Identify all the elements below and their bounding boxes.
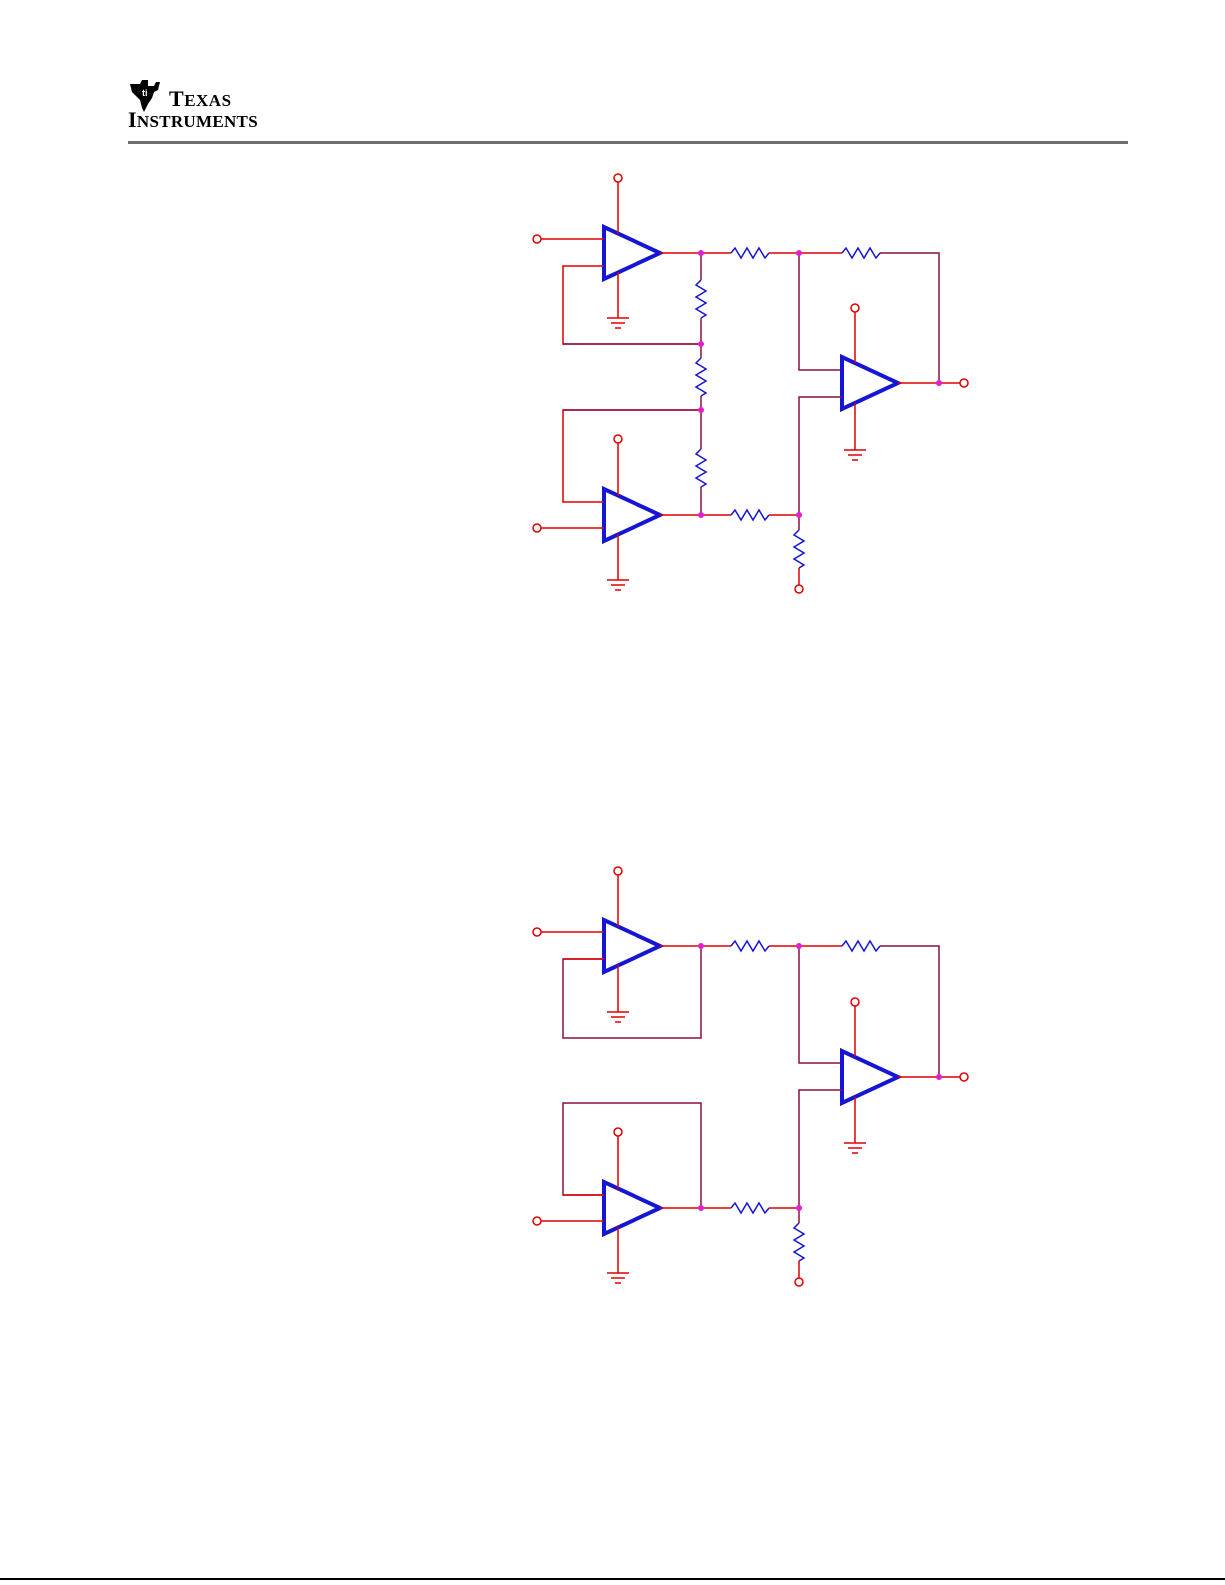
gain-resistor-chain <box>696 253 706 515</box>
supply-terminal <box>614 435 622 443</box>
op-amp-1 <box>533 174 701 344</box>
reference-terminal <box>795 1278 803 1286</box>
supply-terminal <box>614 867 622 875</box>
ground-icon <box>607 318 629 328</box>
op-amp-3 <box>842 357 898 409</box>
resistor-icon <box>696 280 706 318</box>
resistor-icon <box>731 510 769 520</box>
input-terminal <box>533 235 541 243</box>
ground-icon <box>607 1273 629 1283</box>
op-amp-1 <box>533 867 701 1038</box>
input-terminal <box>533 1217 541 1225</box>
resistor-icon <box>794 530 804 568</box>
output-terminal <box>960 1073 968 1081</box>
difference-amplifier <box>701 941 968 1286</box>
resistor-icon <box>696 358 706 396</box>
op-amp-3 <box>842 1051 898 1103</box>
op-amp-2 <box>533 1103 701 1283</box>
footer-rule <box>0 1578 1225 1580</box>
resistor-icon <box>842 248 880 258</box>
ground-icon <box>844 450 866 460</box>
supply-terminal <box>851 304 859 312</box>
ground-icon <box>607 580 629 590</box>
difference-amplifier <box>701 248 968 593</box>
ground-icon <box>607 1012 629 1022</box>
schematic-instrumentation-amplifier <box>533 174 968 593</box>
junction-nodes <box>698 250 942 518</box>
reference-terminal <box>795 585 803 593</box>
resistor-icon <box>731 941 769 951</box>
resistor-icon <box>731 1203 769 1213</box>
supply-terminal <box>614 174 622 182</box>
input-terminal <box>533 928 541 936</box>
resistor-icon <box>696 449 706 487</box>
schematic-buffered-difference-amplifier <box>533 867 968 1286</box>
supply-terminal <box>851 998 859 1006</box>
op-amp-2 <box>533 410 701 590</box>
resistor-icon <box>794 1223 804 1261</box>
supply-terminal <box>614 1128 622 1136</box>
resistor-icon <box>731 248 769 258</box>
ground-icon <box>844 1143 866 1153</box>
input-terminal <box>533 524 541 532</box>
output-terminal <box>960 379 968 387</box>
resistor-icon <box>842 941 880 951</box>
